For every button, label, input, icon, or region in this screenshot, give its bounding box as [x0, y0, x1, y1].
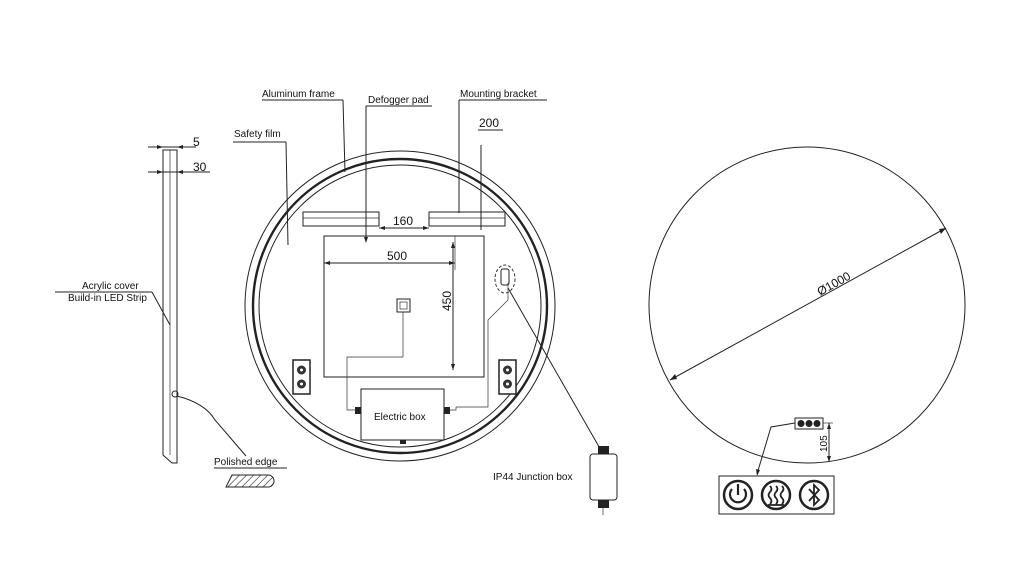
dim-30: 30: [193, 160, 207, 174]
dim-160: 160: [393, 214, 413, 228]
dim-5: 5: [193, 135, 200, 149]
label-defogger-pad: Defogger pad: [368, 95, 429, 106]
speaker-right-icon: [498, 359, 517, 395]
touch-button-strip: [794, 417, 824, 430]
label-safety-film: Safety film: [234, 129, 281, 140]
dim-105: 105: [819, 435, 830, 452]
defog-heat-icon: [760, 479, 792, 511]
label-polished-edge: Polished edge: [214, 457, 278, 468]
label-led-strip: Build-in LED Strip: [68, 293, 147, 304]
label-mounting-bracket: Mounting bracket: [460, 89, 537, 100]
dim-1000: Ø1000: [815, 269, 854, 299]
dim-450: 450: [440, 291, 454, 311]
label-acrylic-cover: Acrylic cover: [82, 281, 139, 292]
side-view: 5 30 Acrylic cover Build-in LED Strip Po…: [55, 135, 287, 488]
dim-200: 200: [479, 116, 499, 130]
back-view: 160 200 500 450: [233, 89, 618, 515]
speaker-left-icon: [292, 359, 311, 395]
bluetooth-icon: [798, 479, 830, 511]
label-electric-box: Electric box: [374, 412, 426, 423]
dim-500: 500: [387, 249, 407, 263]
junction-box: [589, 446, 618, 515]
power-icon: [722, 479, 754, 511]
label-junction-box: IP44 Junction box: [493, 472, 573, 483]
front-view: Ø1000 105: [648, 146, 966, 515]
label-aluminum-frame: Aluminum frame: [262, 89, 335, 100]
